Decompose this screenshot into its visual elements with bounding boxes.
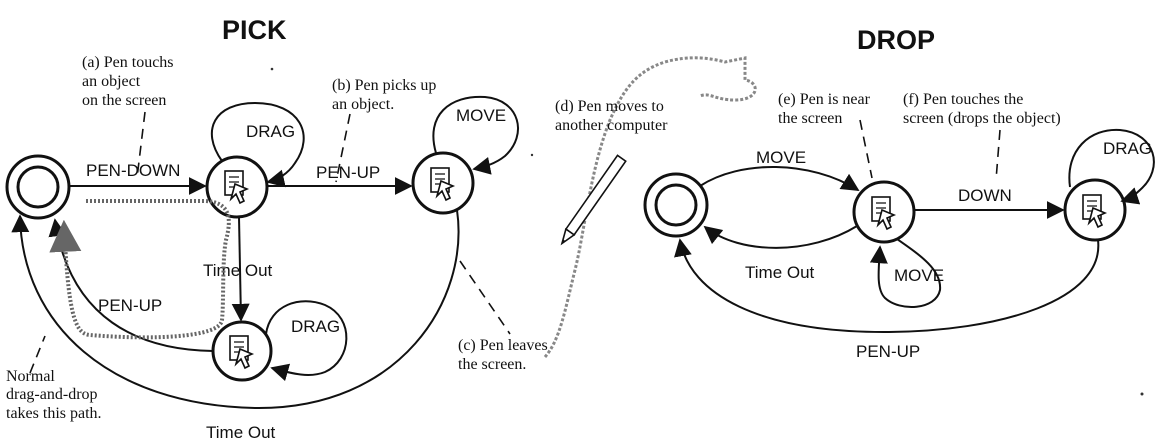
note-a: (a) Pen touchs an object on the screen [82,54,178,109]
speck [271,68,274,71]
drag-label-3: DRAG [1103,139,1152,158]
pen-up-label-3: PEN-UP [856,342,920,361]
pen-down-label: PEN-DOWN [86,161,180,180]
move-edge-top [700,167,858,190]
note-e-pointer [860,120,872,178]
time-out-label-1: Time Out [203,261,273,280]
pen-up-edge-2 [55,220,213,351]
note-f: (f) Pen touches the screen (drops the ob… [903,91,1061,127]
time-out-label-2: Time Out [206,423,276,442]
note-normal: Normal drag-and-drop takes this path. [6,368,102,422]
pen-up-label-2: PEN-UP [98,296,162,315]
move-label-1: MOVE [456,106,506,125]
pick-title: PICK [222,15,287,45]
down-label: DOWN [958,186,1012,205]
pick-initial-state [7,156,69,218]
speck [1141,393,1144,396]
move-label-2: MOVE [756,148,806,167]
drop-initial-state [645,174,707,236]
time-out-label-3: Time Out [745,263,815,282]
note-f-pointer [996,130,1000,180]
note-c: (c) Pen leaves the screen. [458,337,552,373]
time-out-edge-3 [705,226,857,248]
pen-up-label-1: PEN-UP [316,163,380,182]
pick-timeout-drag-loop [266,301,346,375]
drag-label-2: DRAG [291,317,340,336]
drop-title: DROP [857,25,935,55]
pen-up-edge-3 [680,240,1098,332]
pen-icon [558,155,626,246]
drag-label-1: DRAG [246,122,295,141]
move-label-3: MOVE [894,266,944,285]
speck [531,154,533,156]
note-c-pointer [460,261,510,334]
note-b: (b) Pen picks up an object. [332,77,440,113]
